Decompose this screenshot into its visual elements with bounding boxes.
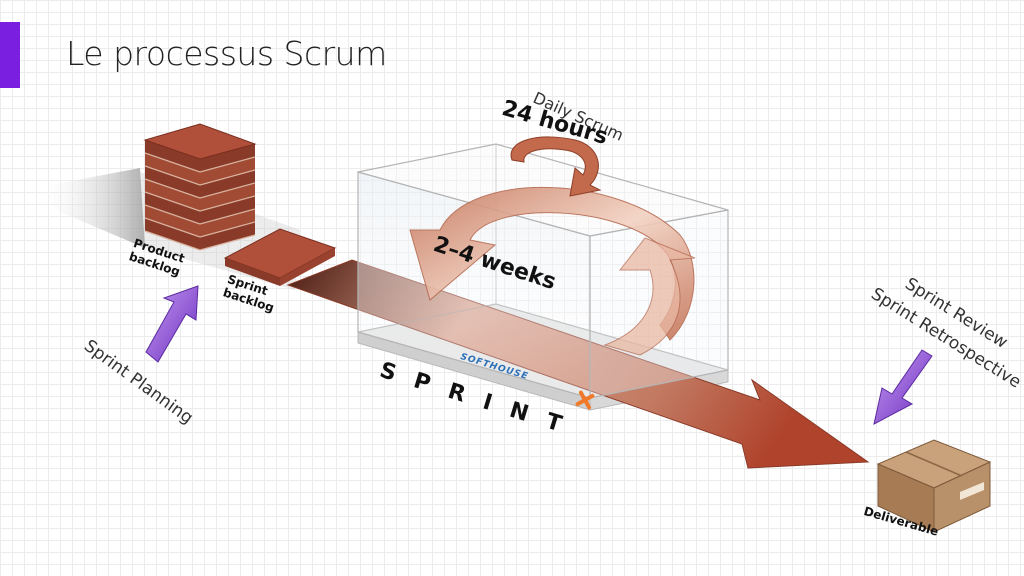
accent-bar [0,22,20,88]
sprint-review-arrow [873,349,933,425]
page-title: Le processus Scrum [66,34,387,73]
sprint-planning-arrow [145,285,199,363]
backlog-shadow [35,168,145,248]
sprint-backlog-slab [223,228,337,286]
product-backlog-stack [143,123,257,251]
deliverable-box [876,439,992,533]
daily-loop-arrow [510,136,602,197]
softhouse-logo [575,390,595,410]
